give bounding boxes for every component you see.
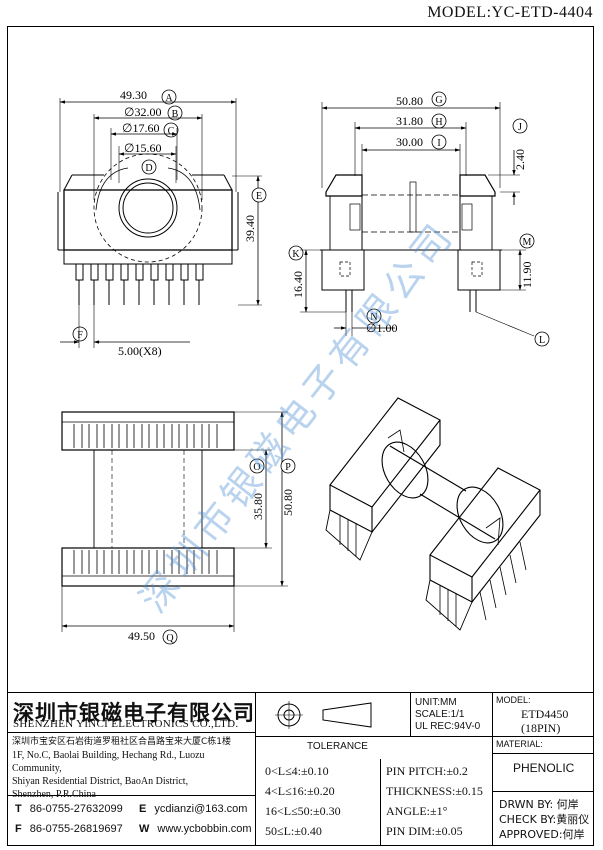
dim-h: 31.80 [396, 114, 423, 128]
top-view [61, 411, 288, 632]
dim-p: 50.80 [281, 489, 295, 516]
dim-j: 2.40 [513, 149, 527, 170]
svg-text:G: G [435, 95, 442, 106]
svg-text:H: H [435, 117, 442, 128]
svg-text:F: F [77, 330, 83, 341]
company-name-en: SHENZHEN YINCI ELECTRONICS CO.,LTD. [13, 718, 239, 730]
callout-o: O [249, 458, 265, 474]
callout-a: A [161, 89, 177, 105]
dim-o: 35.80 [251, 493, 265, 520]
svg-text:D: D [145, 163, 152, 174]
dim-g: 50.80 [396, 94, 423, 108]
svg-text:E: E [256, 191, 262, 202]
svg-text:L: L [539, 335, 545, 346]
svg-text:A: A [165, 93, 173, 104]
material-label: MATERIAL: [496, 739, 543, 749]
callout-p: P [280, 458, 296, 474]
front-view [57, 98, 262, 348]
dim-c: ∅17.60 [122, 121, 159, 135]
tolerance-list: 0<L≤4:±0.10 4<L≤16:±0.20 16<L≤50:±0.30 5… [265, 764, 341, 838]
callout-n: N [366, 308, 382, 324]
model-header: MODEL:YC-ETD-4404 [427, 4, 593, 21]
callout-l: L [534, 331, 550, 347]
units-block: UNIT:MM SCALE:1/1 UL REC:94V-0 [415, 697, 481, 732]
company-address: 深圳市宝安区石岩街道罗租社区合昌路宝来大厦C栋1楼 1F, No.C, Baol… [12, 737, 232, 800]
callout-q: Q [162, 629, 178, 645]
svg-text:M: M [523, 237, 532, 248]
svg-text:J: J [518, 122, 522, 133]
model-label: MODEL: [496, 695, 531, 705]
dim-m: 11.90 [520, 261, 534, 288]
phone-number: 86-0755-27632099 [29, 803, 123, 815]
callout-c: C [163, 122, 179, 138]
side-view [300, 102, 535, 337]
svg-text:N: N [370, 312, 377, 323]
dim-b: ∅32.00 [124, 105, 161, 119]
svg-text:K: K [292, 249, 300, 260]
engineering-drawing: 49.30 ∅32.00 ∅17.60 ∅15.60 39.40 5.00(X8… [57, 88, 550, 645]
signoff-block: DRWN BY: 何岸 CHECK BY:黄丽仪 APPROVED:何岸 [499, 797, 589, 842]
callout-d: D [141, 159, 157, 175]
material-value: PHENOLIC [513, 761, 575, 775]
dim-e: 39.40 [243, 215, 257, 242]
title-block: 深圳市银磁电子有限公司 SHENZHEN YINCI ELECTRONICS C… [7, 692, 594, 846]
company-name-cn: 深圳市银磁电子有限公司 [13, 700, 255, 725]
tolerance-title: TOLERANCE [307, 741, 368, 752]
dim-d: ∅15.60 [124, 141, 161, 155]
callout-b: B [167, 105, 183, 121]
checked-by: CHECK BY:黄丽仪 [499, 813, 590, 826]
dim-f: 5.00(X8) [118, 344, 162, 358]
isometric-view [325, 397, 541, 631]
dim-a: 49.30 [120, 88, 147, 102]
pin-tolerance-list: PIN PITCH:±0.2 THICKNESS:±0.15 ANGLE:±1°… [386, 764, 483, 838]
projection-symbol-icon [275, 701, 372, 729]
callout-i: I [431, 134, 447, 150]
callout-k: K [288, 245, 304, 261]
svg-text:P: P [285, 462, 291, 473]
callout-j: J [512, 118, 528, 134]
approved-by: APPROVED:何岸 [499, 828, 585, 841]
dim-k: 16.40 [291, 271, 305, 298]
svg-text:O: O [253, 462, 260, 473]
svg-text:I: I [437, 138, 440, 149]
callout-e: E [251, 187, 267, 203]
callout-f: F [72, 326, 88, 342]
callout-m: M [519, 233, 535, 249]
callout-h: H [431, 113, 447, 129]
model-value: ETD4450 (18PIN) [521, 707, 569, 735]
dim-i: 30.00 [396, 135, 423, 149]
svg-text:B: B [172, 109, 179, 120]
svg-text:C: C [168, 126, 175, 137]
drawn-by: DRWN BY: 何岸 [499, 798, 579, 811]
callout-g: G [431, 91, 447, 107]
dim-q: 49.50 [128, 629, 155, 643]
website-link[interactable]: www.ycbobbin.com [157, 823, 252, 835]
drawing-frame [7, 26, 594, 846]
email-link[interactable]: ycdianzi@163.com [154, 803, 248, 815]
fax-number: 86-0755-26819697 [29, 823, 123, 835]
dim-n: ∅1.00 [366, 321, 397, 335]
svg-text:Q: Q [166, 633, 174, 644]
